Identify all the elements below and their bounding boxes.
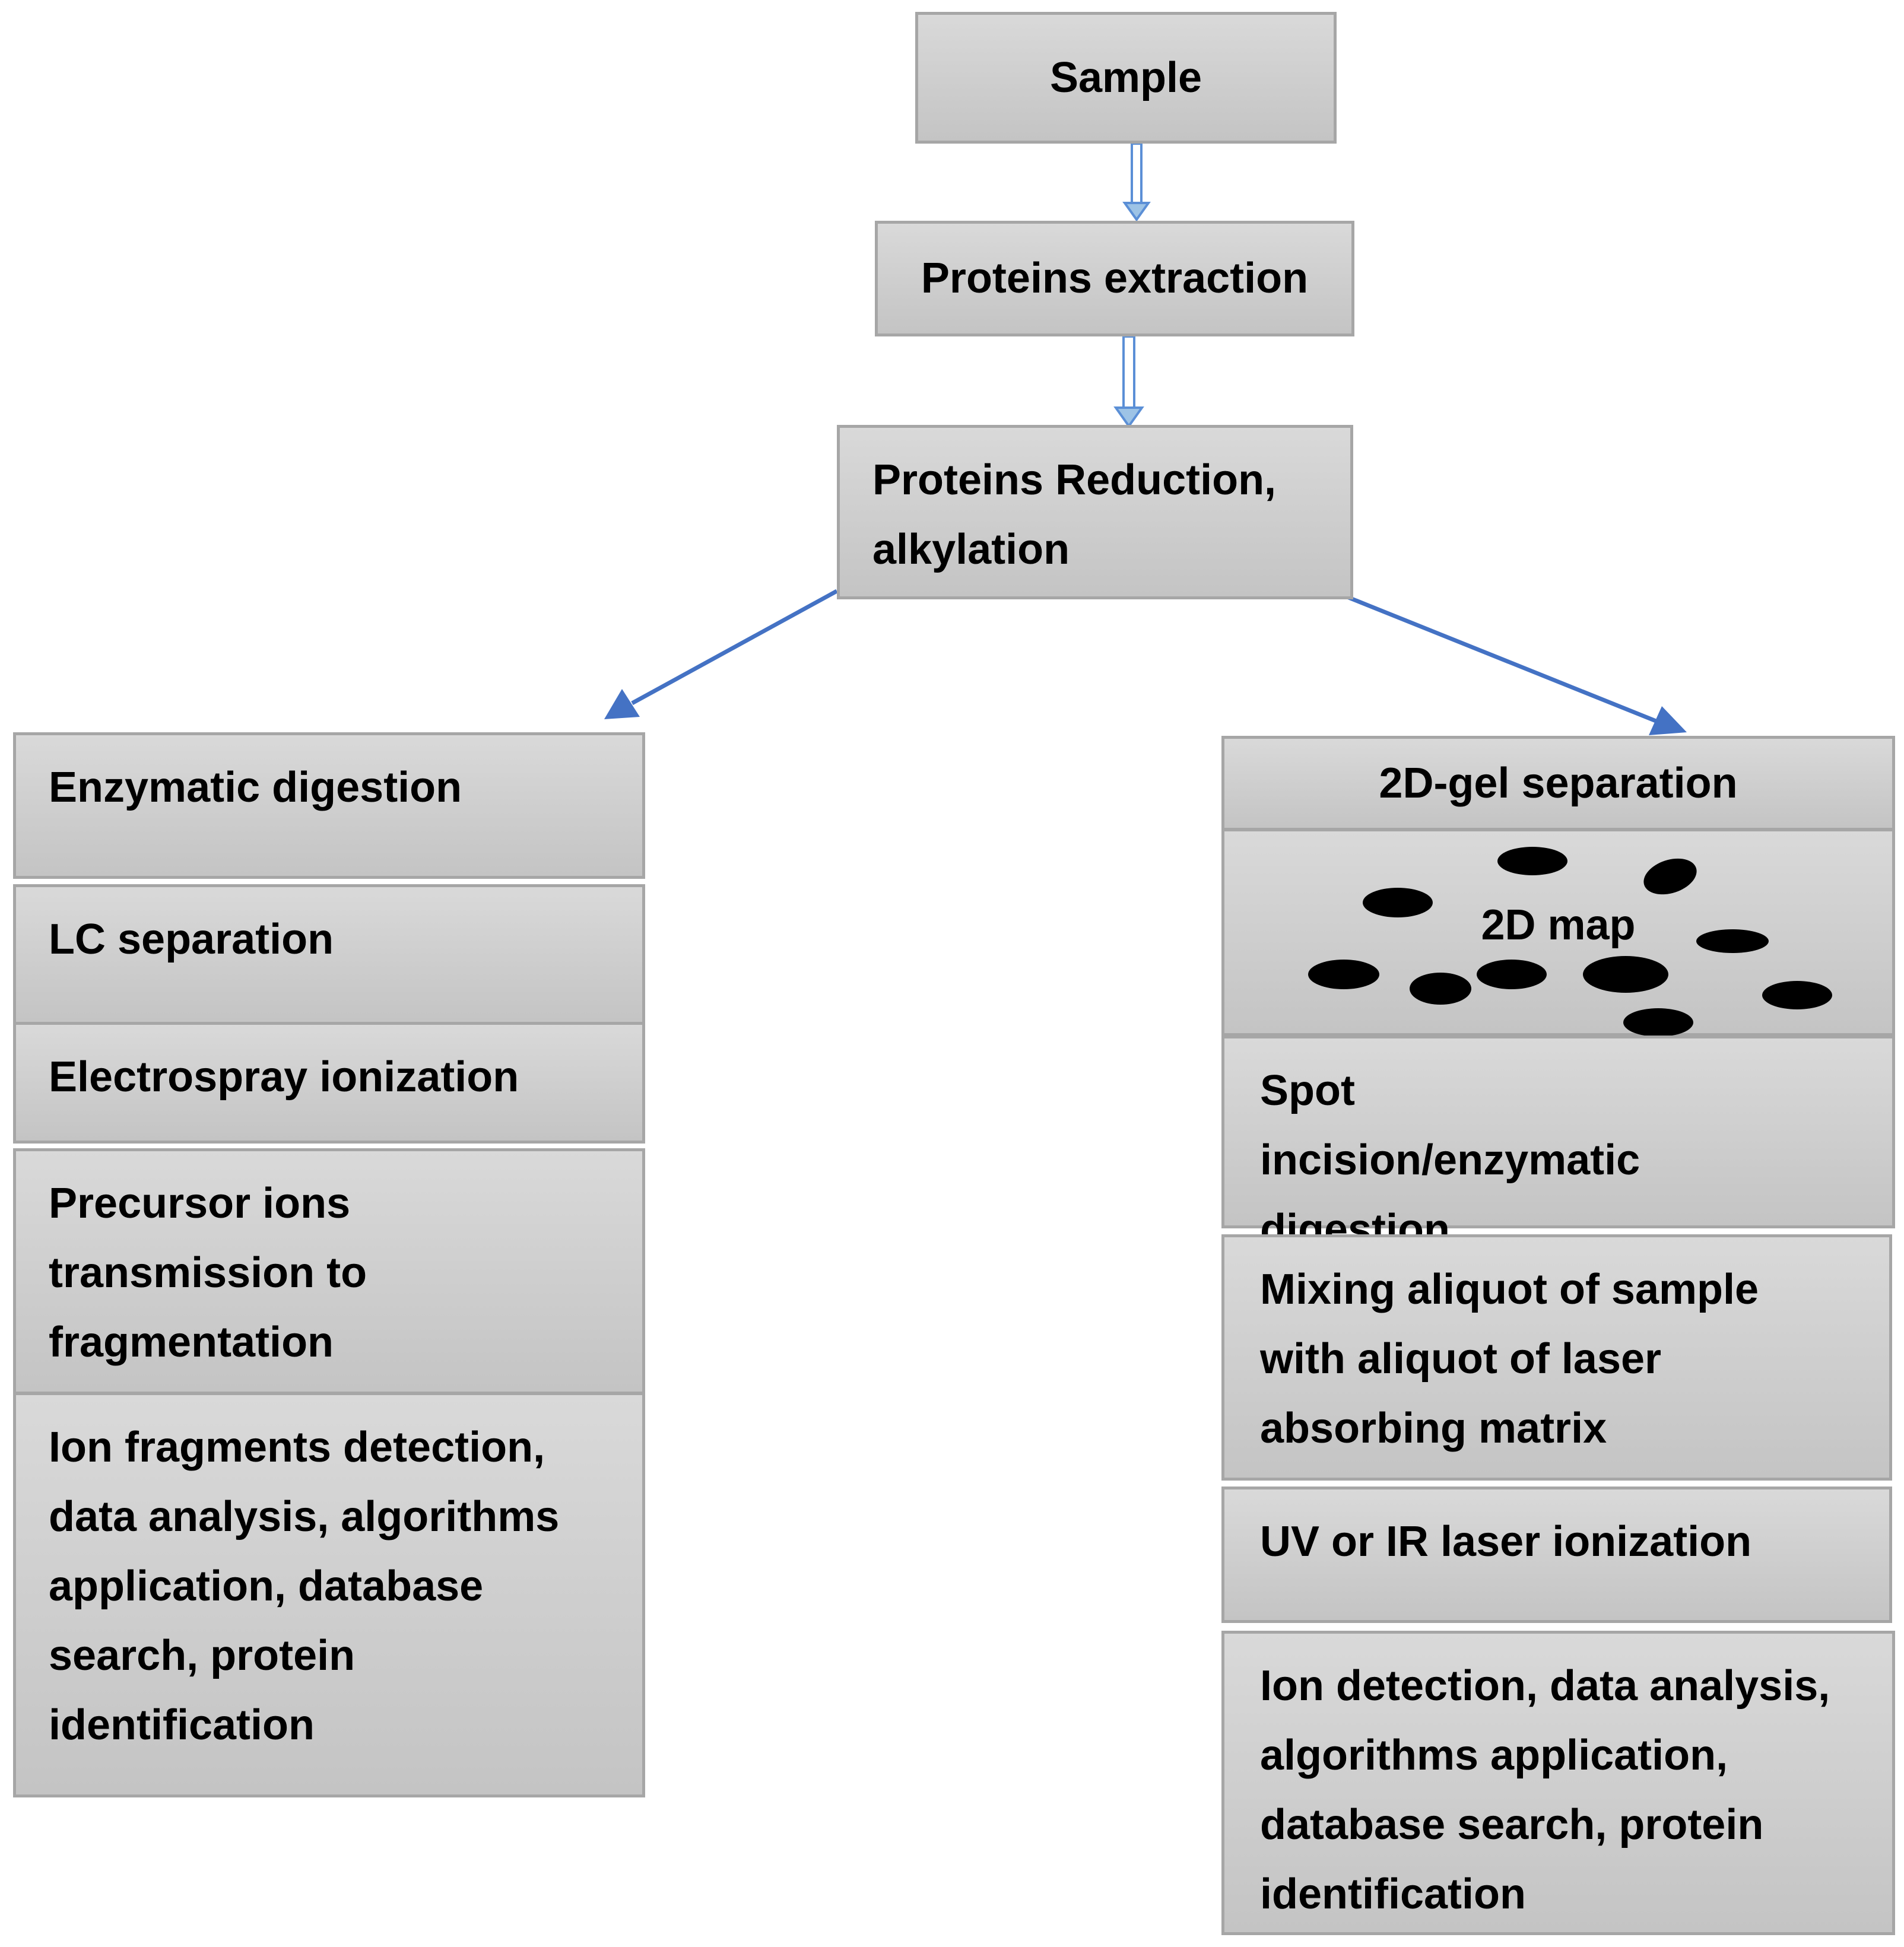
mixing-label: Mixing aliquot of sample with aliquot of… bbox=[1260, 1266, 1759, 1452]
arrow-sample-to-extraction bbox=[1122, 142, 1151, 222]
2d-map-label: 2D map bbox=[1481, 901, 1636, 949]
electrospray-box: Electrospray ionization bbox=[13, 1022, 645, 1144]
gel-spot bbox=[1623, 1008, 1693, 1037]
sample-box: Sample bbox=[915, 12, 1337, 144]
lc-separation-label: LC separation bbox=[49, 916, 334, 963]
extraction-label: Proteins extraction bbox=[921, 255, 1309, 302]
reduction-label: Proteins Reduction, alkylation bbox=[872, 456, 1277, 573]
gel-spot bbox=[1410, 973, 1471, 1005]
gel-spot bbox=[1363, 888, 1433, 917]
spot-incision-label: Spot incision/enzymatic digestion bbox=[1260, 1067, 1640, 1253]
enzymatic-digestion-label: Enzymatic digestion bbox=[49, 764, 462, 811]
gel-spot bbox=[1497, 847, 1567, 875]
laser-label: UV or IR laser ionization bbox=[1260, 1518, 1752, 1565]
gel-spot bbox=[1583, 956, 1668, 993]
gel-separation-box: 2D-gel separation bbox=[1221, 736, 1895, 831]
extraction-box: Proteins extraction bbox=[875, 221, 1354, 336]
mixing-box: Mixing aliquot of sample with aliquot of… bbox=[1221, 1234, 1892, 1481]
2d-map-box: 2D map bbox=[1221, 828, 1895, 1037]
detection-box: Ion detection, data analysis, algorithms… bbox=[1221, 1631, 1895, 1935]
arrow-to-left-branch bbox=[604, 589, 838, 719]
gel-separation-label: 2D-gel separation bbox=[1379, 759, 1738, 807]
fragments-box: Ion fragments detection, data analysis, … bbox=[13, 1392, 645, 1797]
reduction-box: Proteins Reduction, alkylation bbox=[837, 425, 1353, 599]
spot-incision-box: Spot incision/enzymatic digestion bbox=[1221, 1036, 1895, 1253]
electrospray-label: Electrospray ionization bbox=[49, 1053, 519, 1101]
laser-box: UV or IR laser ionization bbox=[1221, 1487, 1892, 1623]
gel-spot bbox=[1696, 929, 1769, 953]
gel-spot bbox=[1477, 960, 1547, 989]
sample-label: Sample bbox=[1049, 53, 1202, 101]
arrow-extraction-to-reduction bbox=[1113, 335, 1144, 428]
gel-spot bbox=[1308, 960, 1379, 989]
detection-label: Ion detection, data analysis, algorithms… bbox=[1260, 1662, 1830, 1918]
fragments-label: Ion fragments detection, data analysis, … bbox=[49, 1424, 560, 1749]
lc-separation-box: LC separation bbox=[13, 884, 645, 1025]
precursor-box: Precursor ions transmission to fragmenta… bbox=[13, 1148, 645, 1435]
enzymatic-digestion-box: Enzymatic digestion bbox=[13, 732, 645, 879]
arrow-to-right-branch bbox=[1337, 591, 1687, 735]
gel-spot bbox=[1762, 981, 1832, 1009]
